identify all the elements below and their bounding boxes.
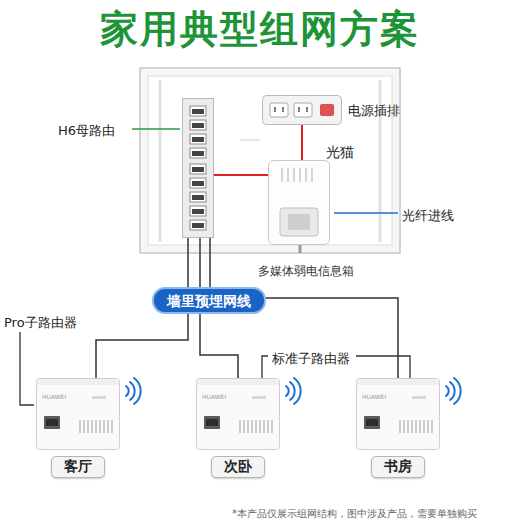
wifi-symbol bbox=[286, 378, 301, 404]
leader-line bbox=[20, 332, 34, 405]
label-holder: 标准子路由器 bbox=[272, 348, 350, 368]
router-body bbox=[196, 378, 280, 450]
part-label: 电源插排 bbox=[348, 103, 400, 118]
part-label: 光猫 bbox=[326, 144, 354, 160]
bracket-line bbox=[262, 356, 268, 378]
title-text: 家用典型组网方案 bbox=[100, 7, 420, 51]
router-body bbox=[36, 378, 120, 450]
footnote: *本产品仅展示组网结构，图中涉及产品，需要单独购买 bbox=[232, 508, 477, 519]
label-holder: Pro子路由器 bbox=[4, 312, 77, 332]
room-tag-holder: 客厅 bbox=[36, 456, 120, 478]
room-tag: 客厅 bbox=[51, 456, 105, 478]
fiber-cable bbox=[299, 245, 302, 253]
leader-line bbox=[334, 212, 398, 214]
room-tag-holder: 次卧 bbox=[196, 456, 280, 478]
router-label: H6母路由 bbox=[58, 123, 115, 138]
cabinet-inner bbox=[148, 76, 392, 245]
cable-line bbox=[301, 125, 303, 160]
label-holder: HUAWEI bbox=[362, 384, 386, 403]
room-tag: 书房 bbox=[371, 456, 425, 478]
callout-label: 光纤进线 bbox=[402, 208, 454, 223]
brand-mark: HUAWEI bbox=[202, 393, 226, 400]
mount-rail bbox=[159, 80, 162, 242]
brand-mark: HUAWEI bbox=[42, 393, 66, 400]
label-holder: HUAWEI bbox=[42, 384, 66, 403]
cabinet-body bbox=[140, 68, 400, 253]
callout-label: 标准子路由器 bbox=[272, 351, 350, 366]
wifi-symbol bbox=[126, 378, 141, 404]
router-body bbox=[356, 378, 440, 450]
router-panel bbox=[182, 98, 214, 238]
label-holder: HUAWEI bbox=[202, 384, 226, 403]
callout-label: Pro子路由器 bbox=[4, 315, 77, 330]
power-strip-box: 电源插排 bbox=[262, 95, 342, 125]
title-holder: 家用典型组网方案 bbox=[0, 4, 520, 55]
cable-line bbox=[214, 174, 268, 176]
sub-router: 客厅 bbox=[36, 378, 120, 450]
power-strip bbox=[262, 95, 342, 125]
cable-band: 墙里预埋网线 bbox=[152, 287, 266, 314]
text-holder: 光猫 bbox=[326, 142, 354, 162]
text-holder: 电源插排 bbox=[348, 100, 400, 120]
cabinet-box: 多媒体弱电信息箱H6母路由电源插排光猫 bbox=[140, 68, 400, 253]
text-holder: H6母路由 bbox=[58, 120, 115, 140]
wifi-symbol bbox=[446, 378, 461, 404]
mount-bar bbox=[240, 139, 260, 141]
modem-box: 光猫 bbox=[268, 160, 330, 245]
modem-body bbox=[268, 160, 330, 245]
label-holder: 光纤进线 bbox=[402, 205, 454, 225]
bracket-line bbox=[356, 356, 410, 378]
room-tag-holder: 书房 bbox=[356, 456, 440, 478]
label-holder: *本产品仅展示组网结构，图中涉及产品，需要单独购买 bbox=[232, 502, 477, 520]
text-holder: 多媒体弱电信息箱 bbox=[258, 260, 354, 280]
leader-line bbox=[132, 128, 180, 130]
box-caption: 多媒体弱电信息箱 bbox=[258, 264, 354, 278]
brand-mark: HUAWEI bbox=[362, 393, 386, 400]
main-router: H6母路由 bbox=[182, 98, 214, 238]
room-tag: 次卧 bbox=[211, 456, 265, 478]
band-text: 墙里预埋网线 bbox=[167, 292, 251, 310]
sub-router: 书房 bbox=[356, 378, 440, 450]
sub-router: 次卧 bbox=[196, 378, 280, 450]
